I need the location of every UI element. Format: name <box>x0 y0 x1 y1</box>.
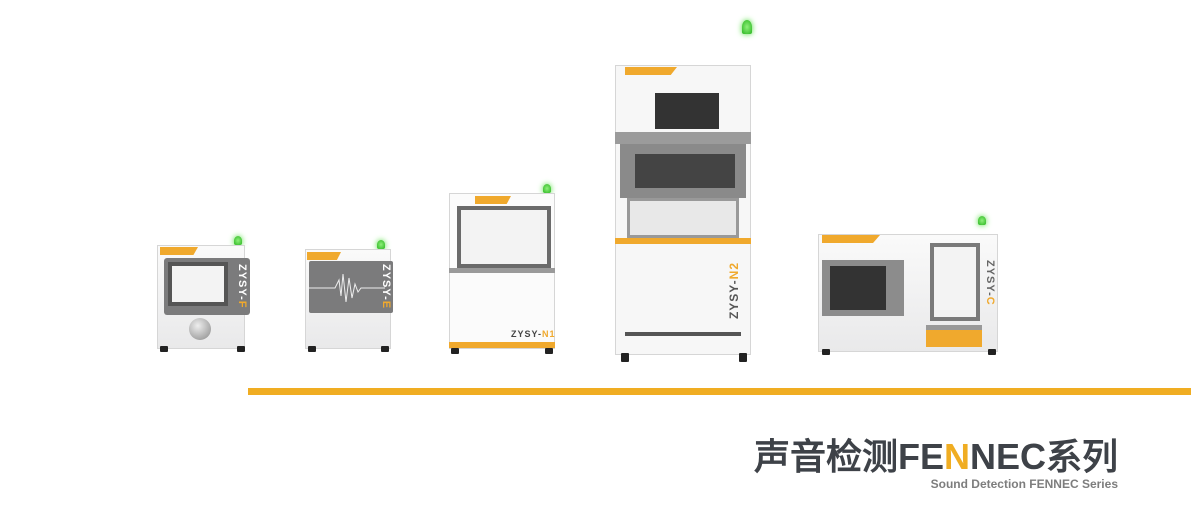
model-label: ZYSY-N2 <box>727 262 741 320</box>
product-zysy-e: ZYSY-E <box>305 240 395 352</box>
model-label: ZYSY-E <box>380 264 392 310</box>
model-label: ZYSY-N1 <box>511 329 556 339</box>
speaker-icon <box>189 318 211 340</box>
status-lamp-icon <box>742 20 752 34</box>
product-zysy-f: ZYSY-F <box>157 236 250 352</box>
model-label: ZYSY-F <box>236 264 248 309</box>
product-zysy-c: ZYSY-C <box>818 216 1000 356</box>
model-label: ZYSY-C <box>984 260 996 306</box>
page-subtitle: Sound Detection FENNEC Series <box>930 477 1118 491</box>
product-zysy-n2: ZYSY-N2 <box>615 20 755 365</box>
page-title: 声音检测FENNEC系列 <box>753 436 1118 477</box>
waveform-icon <box>309 273 385 303</box>
product-zysy-n1: ZYSY-N1 <box>449 184 557 356</box>
status-lamp-icon <box>234 236 242 245</box>
status-lamp-icon <box>543 184 551 193</box>
accent-divider <box>248 388 1191 395</box>
status-lamp-icon <box>377 240 385 249</box>
status-lamp-icon <box>978 216 986 225</box>
